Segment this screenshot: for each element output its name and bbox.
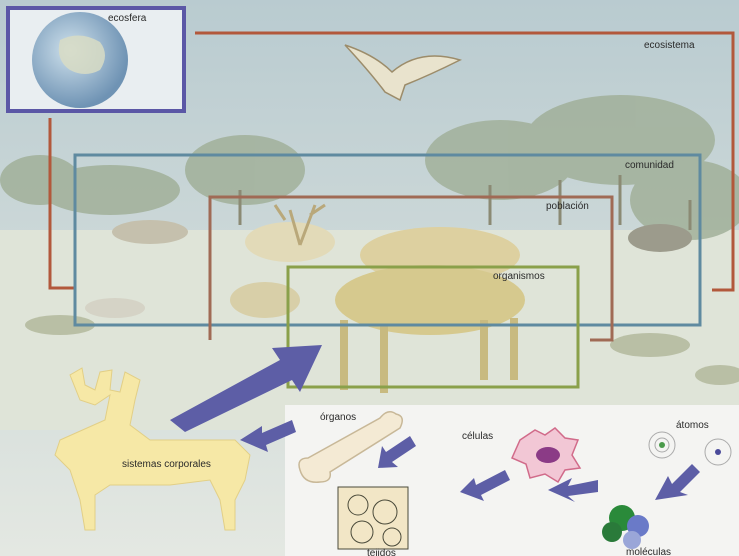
wolf: [112, 220, 188, 244]
moleculas-label: moléculas: [626, 547, 671, 556]
atomos-label: átomos: [676, 420, 709, 431]
bear: [628, 224, 692, 252]
hare: [85, 298, 145, 318]
celulas-label: células: [462, 431, 493, 442]
sistemas-corporales-label: sistemas corporales: [122, 459, 211, 470]
poblacion-label: población: [546, 201, 589, 212]
comunidad-label: comunidad: [625, 160, 674, 171]
ecosfera-label: ecosfera: [108, 13, 146, 24]
tejidos-label: tejidos: [367, 548, 396, 556]
organos-label: órganos: [320, 412, 356, 423]
tissue-icon: [338, 487, 408, 549]
ecosistema-label: ecosistema: [644, 40, 695, 51]
organismos-label: organismos: [493, 271, 545, 282]
